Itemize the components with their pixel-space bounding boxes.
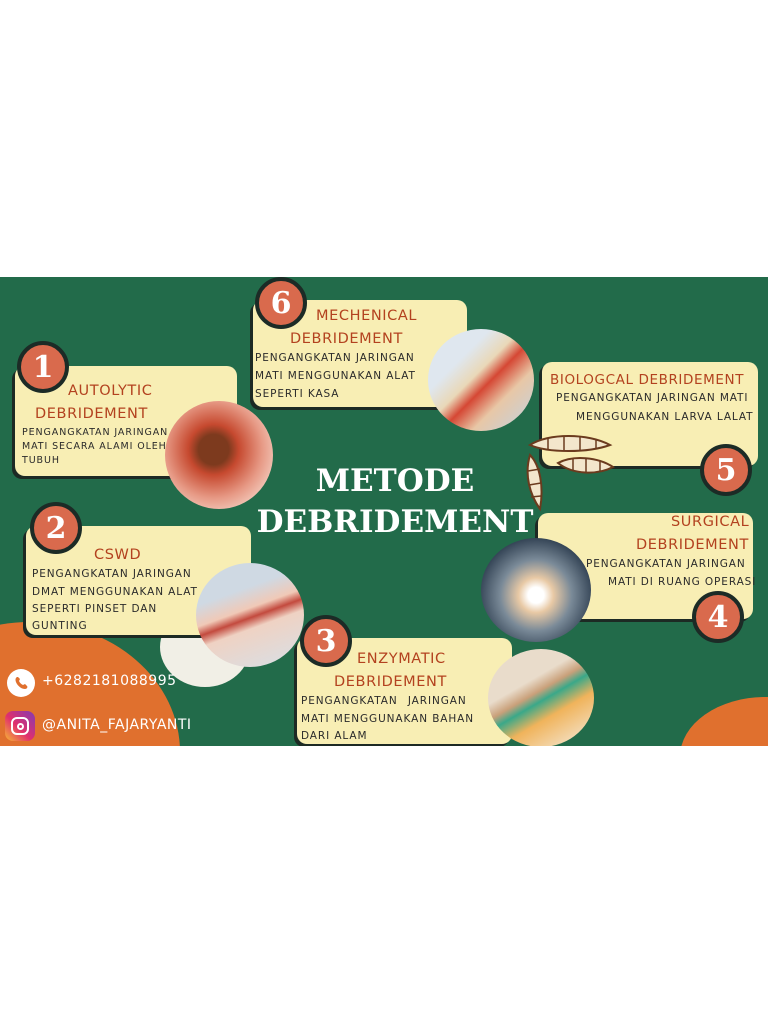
infographic-banner: METODE DEBRIDEMENT AUTOLYTIC DEBRIDEMENT… <box>0 277 768 746</box>
badge-6-number: 6 <box>270 285 292 321</box>
photo-cswd-tweezers <box>196 563 304 667</box>
card-2-title: CSWD <box>94 547 142 563</box>
page-title: METODE DEBRIDEMENT <box>250 462 540 544</box>
larva-illustration <box>526 435 615 512</box>
card-3-desc-2: MATI MENGGUNAKAN BAHAN <box>301 713 475 725</box>
badge-2: 2 <box>30 502 82 554</box>
title-line-1: METODE <box>315 463 475 499</box>
card-4-title-line-1: SURGICAL <box>671 514 750 530</box>
card-1-desc-2: MATI SECARA ALAMI OLEH <box>22 441 167 452</box>
card-6-desc-3: SEPERTI KASA <box>255 388 340 400</box>
title-line-2: DEBRIDEMENT <box>256 504 534 540</box>
card-5-desc-1: PENGANGKATAN JARINGAN MATI <box>556 392 749 404</box>
badge-3: 3 <box>300 615 352 667</box>
card-5-title: BIOLOGCAL DEBRIDEMENT <box>550 372 745 388</box>
badge-5-number: 5 <box>715 452 737 488</box>
card-1-title-line-2: DEBRIDEMENT <box>35 406 148 422</box>
photo-surgical-operation <box>481 538 591 642</box>
card-3-title-line-2: DEBRIDEMENT <box>334 674 447 690</box>
card-6-desc-2: MATI MENGGUNAKAN ALAT <box>255 370 416 382</box>
badge-1: 1 <box>17 341 69 393</box>
whatsapp-icon[interactable] <box>7 669 35 697</box>
card-4-title-line-2: DEBRIDEMENT <box>636 537 749 553</box>
photo-enzymatic-ointment <box>488 649 594 746</box>
card-6-title-line-2: DEBRIDEMENT <box>290 331 403 347</box>
photo-autolytic-wound <box>165 401 273 509</box>
card-3-title-line-1: ENZYMATIC <box>357 651 446 667</box>
card-3-desc-1: PENGANGKATAN JARINGAN <box>301 695 467 707</box>
badge-4: 4 <box>692 591 744 643</box>
orange-blob-bottom-right <box>680 697 768 746</box>
badge-6: 6 <box>255 277 307 329</box>
photo-mechenical-gauze <box>428 329 534 431</box>
card-6-title-line-1: MECHENICAL <box>316 308 418 324</box>
card-5-desc-2: MENGGUNAKAN LARVA LALAT <box>576 411 754 423</box>
card-1-desc-1: PENGANGKATAN JARINGAN <box>22 427 169 438</box>
card-3-desc-3: DARI ALAM <box>301 730 368 742</box>
card-6-desc-1: PENGANGKATAN JARINGAN <box>255 352 415 364</box>
card-2-desc-2: DMAT MENGGUNAKAN ALAT <box>32 586 198 598</box>
card-1-desc-3: TUBUH <box>22 455 60 466</box>
badge-5: 5 <box>700 444 752 496</box>
card-2-desc-1: PENGANGKATAN JARINGAN <box>32 568 192 580</box>
badge-3-number: 3 <box>315 623 337 659</box>
card-2-desc-4: GUNTING <box>32 620 88 632</box>
card-1-title-line-1: AUTOLYTIC <box>68 383 153 399</box>
badge-4-number: 4 <box>707 599 729 635</box>
card-2-desc-3: SEPERTI PINSET DAN <box>32 603 158 615</box>
card-4-desc-2: MATI DI RUANG OPERASI <box>608 576 757 588</box>
contact-phone: +6282181088995 <box>42 673 177 689</box>
instagram-icon[interactable] <box>5 711 35 741</box>
contact-instagram: @ANITA_FAJARYANTI <box>42 717 192 733</box>
badge-1-number: 1 <box>32 349 54 385</box>
card-4-desc-1: PENGANGKATAN JARINGAN <box>586 558 746 570</box>
badge-2-number: 2 <box>45 510 67 546</box>
